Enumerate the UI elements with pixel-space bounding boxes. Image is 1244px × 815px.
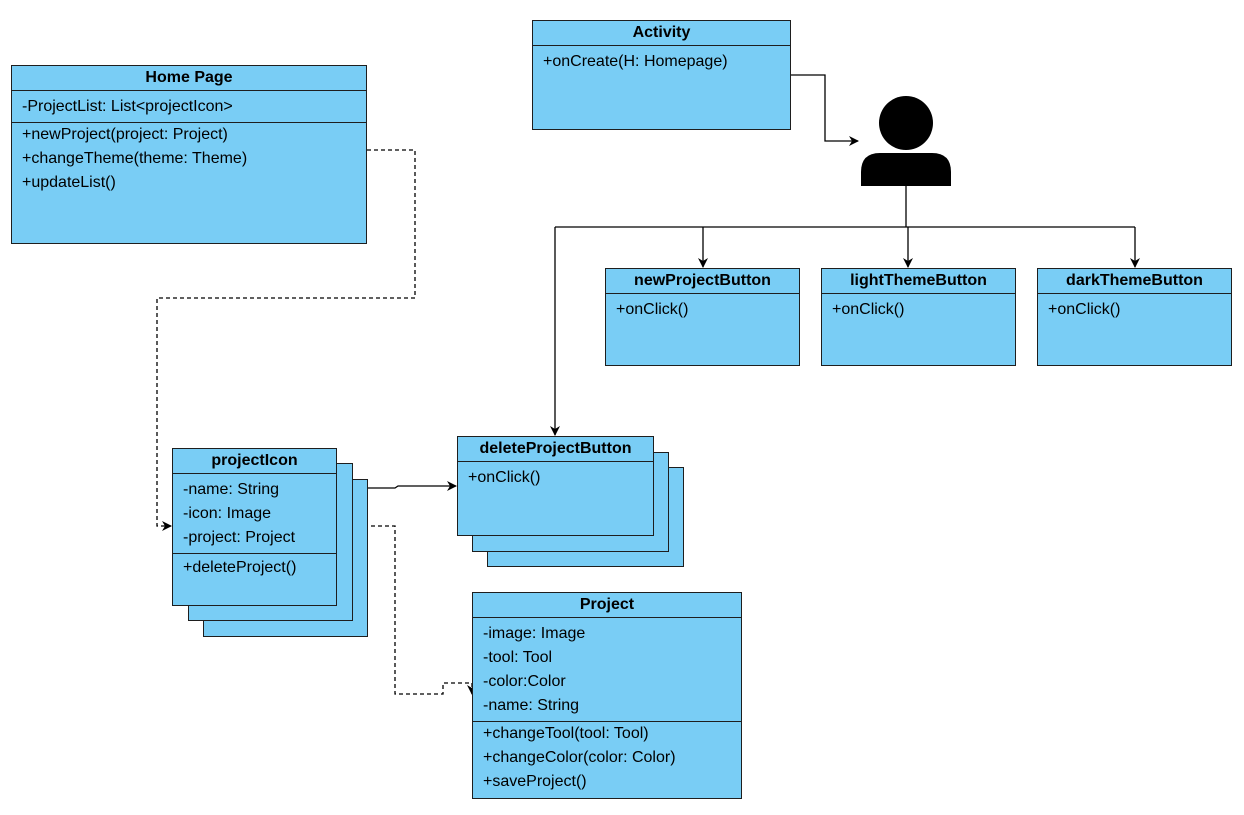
project-class: Project -image: Image -tool: Tool -color… <box>472 592 742 799</box>
project-icon-operations: +deleteProject() <box>173 554 336 580</box>
dark-theme-button-operation: +onClick() <box>1048 301 1121 318</box>
user-icon <box>861 96 951 186</box>
new-project-button-title: newProjectButton <box>606 269 799 294</box>
new-project-button-operations: +onClick() <box>606 294 799 322</box>
project-icon-attributes: -name: String -icon: Image -project: Pro… <box>173 474 336 554</box>
home-page-operation: +newProject(project: Project) <box>22 126 228 143</box>
project-title: Project <box>473 593 741 618</box>
connector-activity-to-user <box>790 74 859 146</box>
project-operation: +saveProject() <box>483 773 587 790</box>
dark-theme-button-operations: +onClick() <box>1038 294 1231 322</box>
delete-project-button-operation: +onClick() <box>468 469 541 486</box>
activity-class: Activity +onCreate(H: Homepage) <box>532 20 791 130</box>
new-project-button-class: newProjectButton +onClick() <box>605 268 800 366</box>
project-icon-attribute: -name: String <box>183 481 280 498</box>
dark-theme-button-class: darkThemeButton +onClick() <box>1037 268 1232 366</box>
project-icon-class: projectIcon -name: String -icon: Image -… <box>172 448 337 606</box>
project-icon-attribute: -icon: Image <box>183 505 272 522</box>
project-operation: +changeTool(tool: Tool) <box>483 725 649 742</box>
home-page-operations: +newProject(project: Project) +changeThe… <box>12 123 366 195</box>
project-attributes: -image: Image -tool: Tool -color:Color -… <box>473 618 741 722</box>
delete-project-button-title: deleteProjectButton <box>458 437 653 462</box>
project-attribute: -tool: Tool <box>483 649 553 666</box>
activity-operations: +onCreate(H: Homepage) <box>533 46 790 74</box>
activity-title: Activity <box>533 21 790 46</box>
home-page-operation: +updateList() <box>22 174 116 191</box>
home-page-operation: +changeTheme(theme: Theme) <box>22 150 248 167</box>
project-operation: +changeColor(color: Color) <box>483 749 676 766</box>
light-theme-button-operations: +onClick() <box>822 294 1015 322</box>
project-icon-operation: +deleteProject() <box>183 559 297 576</box>
project-attribute: -name: String <box>483 697 580 714</box>
delete-project-button-class: deleteProjectButton +onClick() <box>457 436 654 536</box>
project-operations: +changeTool(tool: Tool) +changeColor(col… <box>473 722 741 794</box>
home-page-title: Home Page <box>12 66 366 91</box>
home-page-attributes: -ProjectList: List<projectIcon> <box>12 91 366 123</box>
activity-operation: +onCreate(H: Homepage) <box>543 53 728 70</box>
project-icon-attribute: -project: Project <box>183 529 296 546</box>
home-page-attribute: -ProjectList: List<projectIcon> <box>22 98 233 115</box>
project-attribute: -color:Color <box>483 673 566 690</box>
new-project-button-operation: +onClick() <box>616 301 689 318</box>
dark-theme-button-title: darkThemeButton <box>1038 269 1231 294</box>
project-icon-title: projectIcon <box>173 449 336 474</box>
light-theme-button-class: lightThemeButton +onClick() <box>821 268 1016 366</box>
delete-project-button-operations: +onClick() <box>458 462 653 490</box>
light-theme-button-title: lightThemeButton <box>822 269 1015 294</box>
connector-home-page-to-project-icon <box>156 149 416 531</box>
light-theme-button-operation: +onClick() <box>832 301 905 318</box>
home-page-class: Home Page -ProjectList: List<projectIcon… <box>11 65 367 244</box>
project-attribute: -image: Image <box>483 625 586 642</box>
